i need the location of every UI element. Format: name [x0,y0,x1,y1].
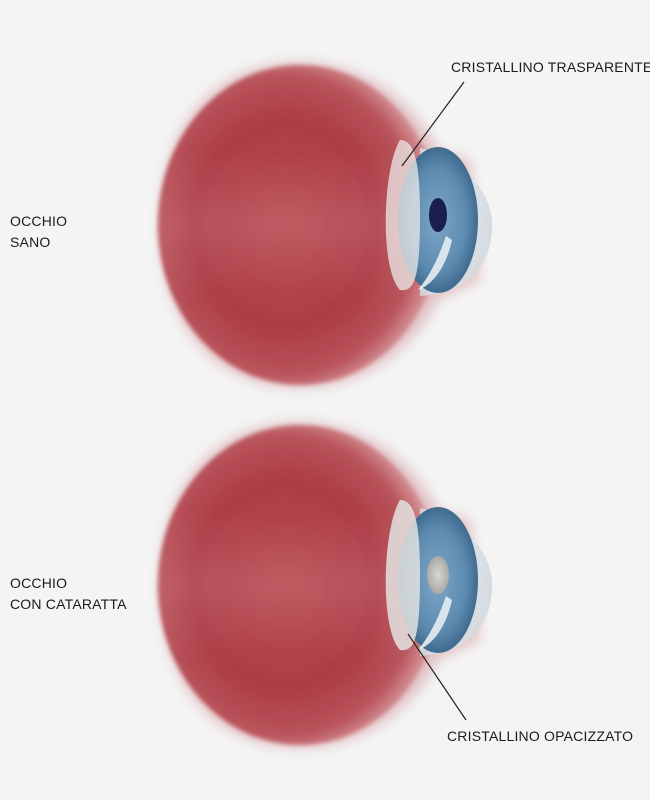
cataract-pupil [427,556,449,594]
cataract-eye-label: OCCHIO CON CATARATTA [10,573,127,615]
cataract-eye-label-line-2: CON CATARATTA [10,596,127,612]
cataract-eye [158,422,493,748]
healthy-eye [158,62,493,388]
clouded-lens [385,500,420,651]
clouded-lens-leader-line [407,633,467,721]
clouded-lens-callout: CRISTALLINO OPACIZZATO [447,728,634,744]
clear-lens [385,140,420,291]
healthy-eye-label-line-2: SANO [10,234,51,250]
clear-lens-callout: CRISTALLINO TRASPARENTE [451,59,650,75]
clear-lens-leader-line [401,81,465,167]
healthy-eye-label-line-1: OCCHIO [10,213,68,229]
healthy-eye-label: OCCHIO SANO [10,211,67,253]
cataract-eye-label-line-1: OCCHIO [10,575,68,591]
healthy-pupil [429,198,447,232]
